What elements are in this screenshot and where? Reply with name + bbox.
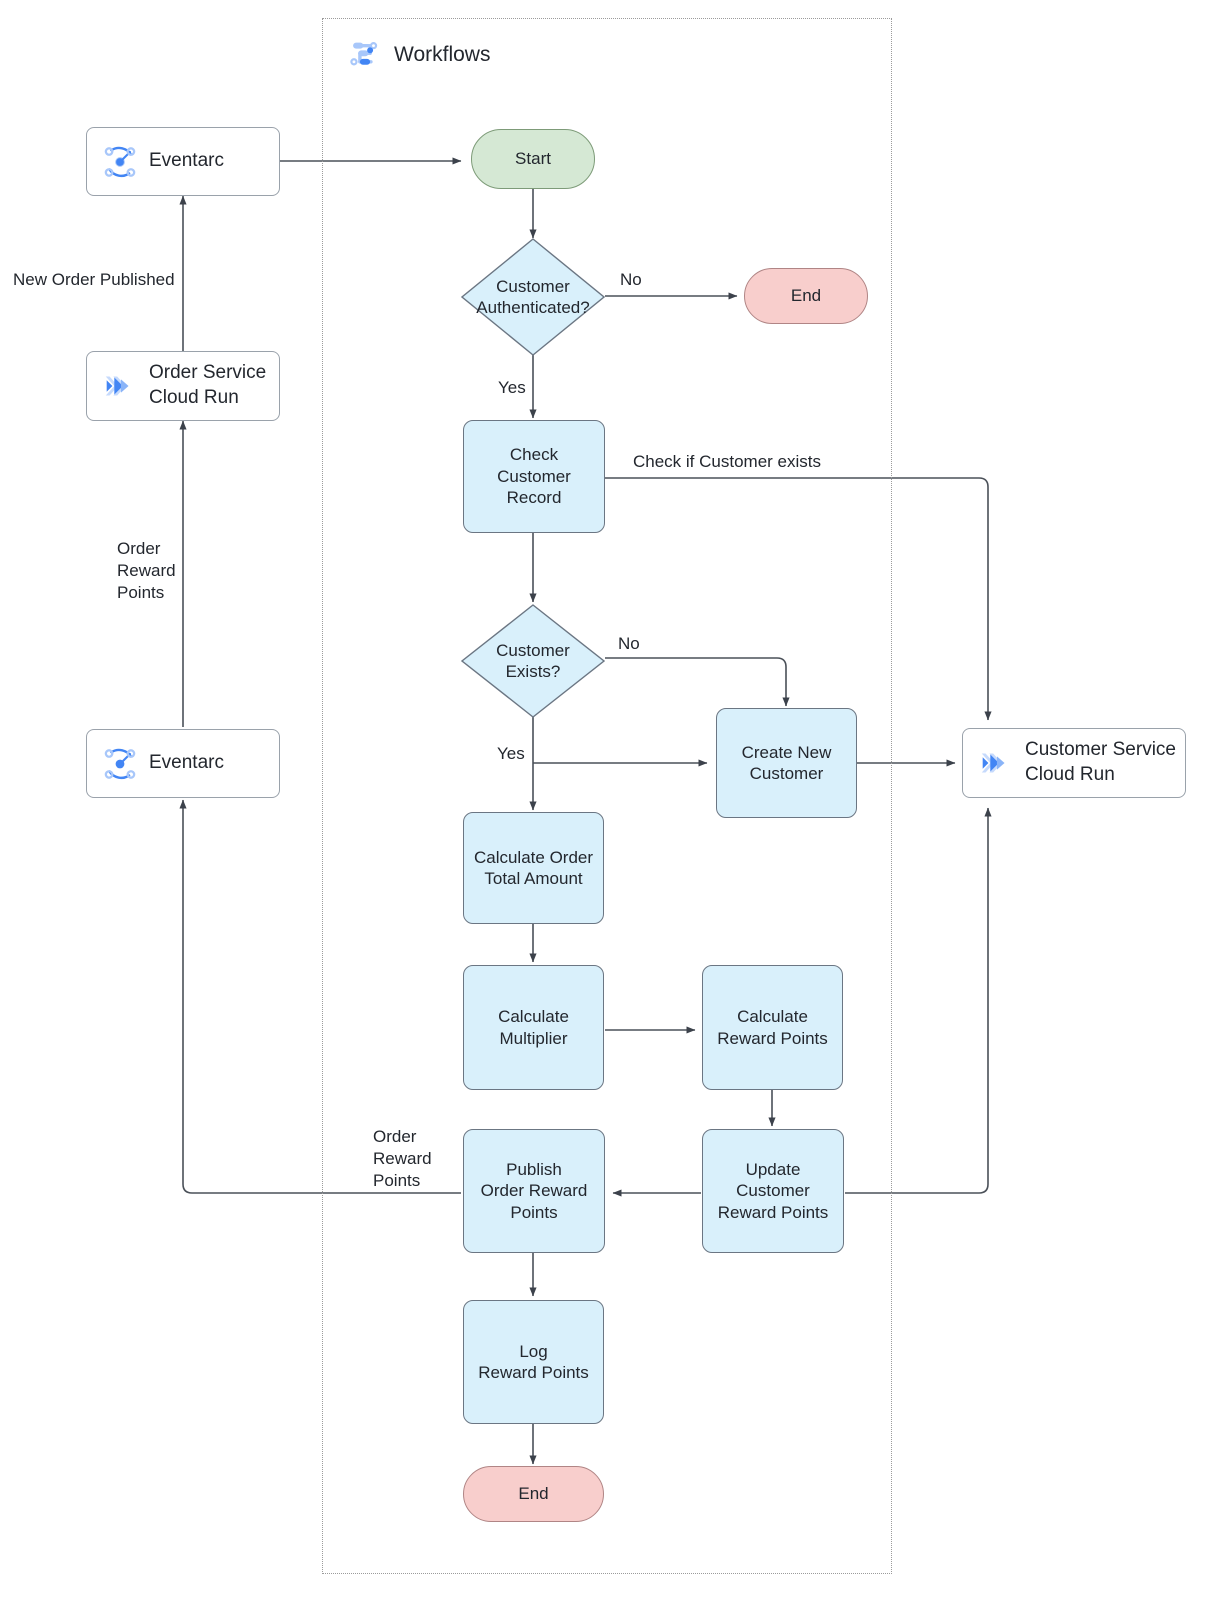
edge-label-check-if-customer-exists: Check if Customer exists bbox=[633, 452, 821, 471]
diamond-shape bbox=[461, 238, 605, 356]
node-eventarc-bottom-label: Eventarc bbox=[149, 752, 224, 774]
edge-label-exists-yes: Yes bbox=[497, 744, 525, 763]
node-eventarc-top-label: Eventarc bbox=[149, 150, 224, 172]
eventarc-icon bbox=[101, 745, 139, 783]
node-end-bottom-label: End bbox=[518, 1484, 549, 1504]
edge-label-new-order-published: New Order Published bbox=[13, 270, 175, 289]
node-end-top-label: End bbox=[790, 286, 822, 306]
workflows-container-title: Workflows bbox=[348, 38, 490, 72]
workflows-container bbox=[322, 18, 892, 1574]
node-eventarc-bottom[interactable]: Eventarc bbox=[86, 729, 280, 798]
node-start-label: Start bbox=[515, 149, 551, 169]
node-start[interactable]: Start bbox=[471, 129, 595, 189]
workflows-icon bbox=[348, 38, 382, 72]
node-end-bottom[interactable]: End bbox=[463, 1466, 604, 1522]
diamond-shape bbox=[461, 604, 605, 718]
edge-label-auth-no: No bbox=[620, 270, 642, 289]
edge-label-auth-yes: Yes bbox=[498, 378, 526, 397]
edge-label-order-reward-points-publish: Order Reward Points bbox=[373, 1127, 432, 1190]
workflows-container-label: Workflows bbox=[394, 43, 491, 66]
node-eventarc-top[interactable]: Eventarc bbox=[86, 127, 280, 196]
cloud-run-icon bbox=[101, 367, 139, 405]
cloud-run-icon bbox=[977, 744, 1015, 782]
edge-label-exists-no: No bbox=[618, 634, 640, 653]
node-end-top[interactable]: End bbox=[744, 268, 868, 324]
eventarc-icon bbox=[101, 143, 139, 181]
edge-label-order-reward-points-left: Order Reward Points bbox=[117, 539, 176, 602]
